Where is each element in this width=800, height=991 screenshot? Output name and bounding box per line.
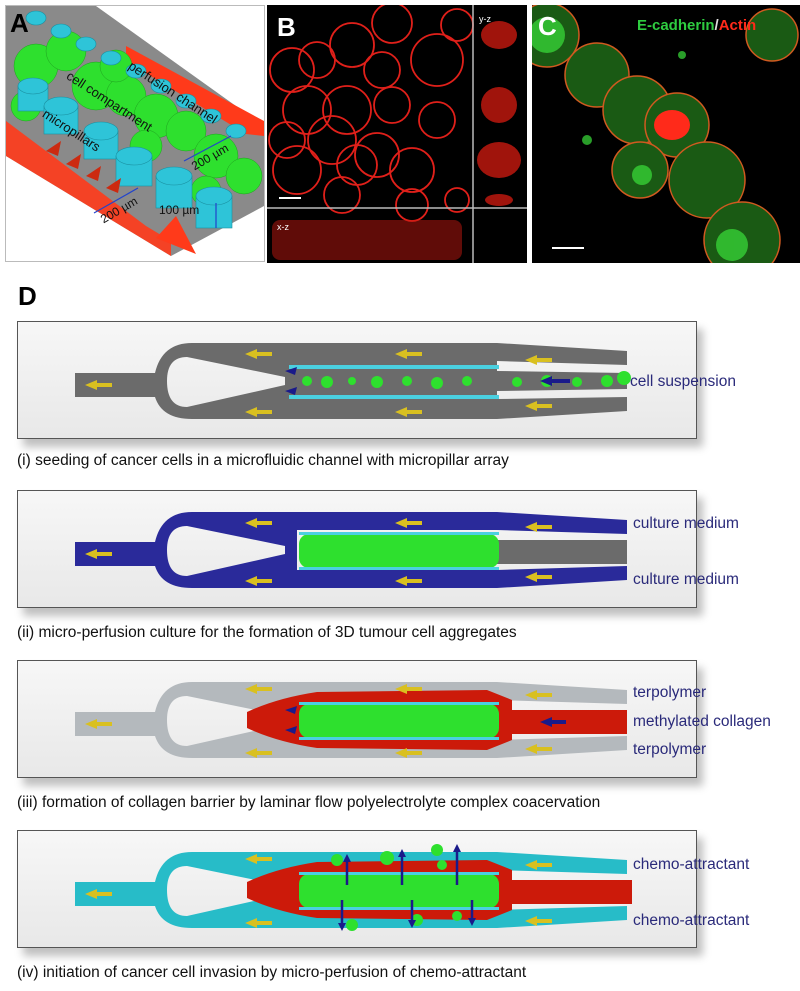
microfluidic-channel-diagram (75, 512, 627, 588)
input-label-chemo-attractant-bottom: chemo-attractant (633, 912, 750, 929)
subpanel-xz-label: x-z (277, 222, 289, 232)
chip-step-ii (17, 490, 697, 608)
chip-step-iii (17, 660, 697, 778)
legend-separator: / (714, 17, 719, 34)
input-label-culture-medium-bottom: culture medium (633, 571, 739, 588)
panel-a: A perfusion channel cell compartment mic… (5, 5, 265, 262)
stain-legend: E-cadherin/Actin (637, 17, 756, 34)
confocal-membrane-image (267, 5, 527, 263)
step-iii-caption: (iii) formation of collagen barrier by l… (17, 794, 601, 811)
input-label-terpolymer-bottom: terpolymer (633, 741, 707, 758)
microfluidic-channel-diagram (75, 682, 627, 758)
input-label-methylated-collagen: methylated collagen (633, 713, 771, 730)
panel-c-label: C (538, 11, 557, 41)
step-iv-caption: (iv) initiation of cancer cell invasion … (17, 964, 527, 981)
input-label-culture-medium-top: culture medium (633, 515, 739, 532)
step-i-caption: (i) seeding of cancer cells in a microfl… (17, 452, 509, 469)
step-ii-caption: (ii) micro-perfusion culture for the for… (17, 624, 517, 641)
panel-b: B y-z x-z (267, 5, 527, 263)
subpanel-yz-label: y-z (479, 14, 491, 24)
panel-d-label: D (18, 281, 37, 311)
input-label-chemo-attractant-top: chemo-attractant (633, 856, 750, 873)
microfluidic-channel-diagram (75, 844, 632, 931)
panel-a-label: A (10, 8, 29, 38)
annotation-100um-height: 100 µm (159, 203, 200, 217)
legend-actin: Actin (718, 17, 757, 34)
input-label-terpolymer-top: terpolymer (633, 684, 707, 701)
immunofluorescence-image (532, 5, 799, 263)
chip-step-i (17, 321, 697, 439)
chip-step-iv (17, 830, 697, 948)
micropillar-3d-illustration (6, 6, 264, 256)
panel-b-label: B (277, 12, 296, 42)
panel-c: C E-cadherin/Actin (532, 5, 800, 263)
input-label-cell-suspension: cell suspension (630, 373, 736, 390)
microfluidic-channel-diagram (75, 343, 631, 419)
legend-ecadherin: E-cadherin (637, 17, 715, 34)
